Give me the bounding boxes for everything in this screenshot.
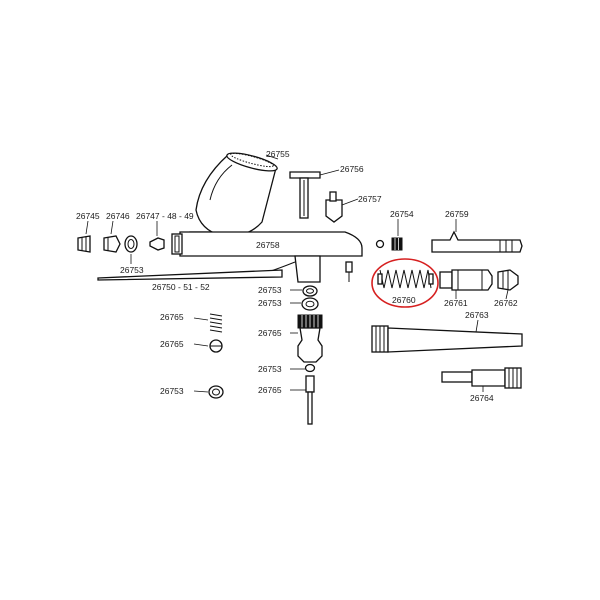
cup-lid-part[interactable]: [225, 149, 278, 174]
o-ring-part[interactable]: [208, 385, 224, 399]
part-label-26761: 26761: [444, 298, 468, 308]
part-labels: 26755 26756 26757 26754 26759 26745 2674…: [76, 149, 518, 403]
part-label-26753: 26753: [258, 364, 282, 374]
nozzle-part[interactable]: [149, 237, 165, 251]
trigger-part[interactable]: [289, 171, 321, 219]
nozzle-cap-part[interactable]: [103, 235, 121, 253]
part-label-26760: 26760: [392, 295, 416, 305]
needle-cap-part[interactable]: [77, 235, 91, 253]
part-label-26746: 26746: [106, 211, 130, 221]
part-label-26759: 26759: [445, 209, 469, 219]
highlight-circle: [371, 258, 439, 308]
lever-part[interactable]: [325, 191, 343, 223]
part-label-26765: 26765: [160, 339, 184, 349]
part-label-26753: 26753: [258, 298, 282, 308]
needle-guide-part[interactable]: [375, 237, 403, 251]
part-label-26747: 26747 - 48 - 49: [136, 211, 194, 221]
part-label-26762: 26762: [494, 298, 518, 308]
part-label-26756: 26756: [340, 164, 364, 174]
air-valve-body-part[interactable]: [297, 314, 323, 363]
nozzle-ring-part[interactable]: [124, 235, 138, 253]
spring-part[interactable]: [209, 313, 223, 333]
part-label-26753: 26753: [160, 386, 184, 396]
part-label-26753: 26753: [120, 265, 144, 275]
part-label-26758: 26758: [256, 240, 280, 250]
part-label-26765: 26765: [160, 312, 184, 322]
clip-part[interactable]: [209, 339, 223, 353]
part-label-26765: 26765: [258, 385, 282, 395]
part-label-26764: 26764: [470, 393, 494, 403]
part-label-26753: 26753: [258, 285, 282, 295]
handle-part[interactable]: [371, 325, 523, 353]
needle-part[interactable]: [97, 269, 283, 281]
o-ring-part[interactable]: [304, 363, 316, 373]
part-label-26754: 26754: [390, 209, 414, 219]
valve-stem-part[interactable]: [305, 375, 315, 425]
part-label-26763: 26763: [465, 310, 489, 320]
o-ring-part[interactable]: [302, 285, 318, 297]
spring-guide-part[interactable]: [439, 269, 493, 291]
part-label-26755: 26755: [266, 149, 290, 159]
handle-screw-part[interactable]: [441, 367, 522, 389]
part-label-26745: 26745: [76, 211, 100, 221]
airbrush-body-part[interactable]: [171, 231, 363, 283]
part-label-26765: 26765: [258, 328, 282, 338]
part-label-26750: 26750 - 51 - 52: [152, 282, 210, 292]
air-valve-screw-part[interactable]: [345, 261, 353, 282]
leader-lines: [85, 154, 509, 393]
handle-rod-part[interactable]: [431, 230, 523, 253]
needle-spring-part[interactable]: [377, 269, 434, 289]
part-label-26757: 26757: [358, 194, 382, 204]
needle-chucking-nut-part[interactable]: [497, 269, 519, 291]
o-ring-part[interactable]: [301, 297, 319, 311]
